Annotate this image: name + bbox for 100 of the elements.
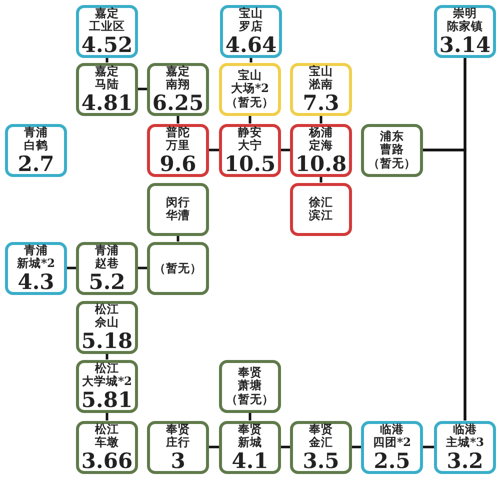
station-label: 曹路 [380,143,404,156]
station-label: 大场*2 [230,82,269,95]
station-label: 南翔 [166,78,190,90]
station-box [290,62,352,116]
station-label: 主城*3 [446,436,484,448]
station-label: 华漕 [166,209,190,222]
connector-line [423,446,434,448]
station-box [5,242,67,294]
station-box [219,360,281,412]
station-box [434,420,496,474]
station-box [434,4,496,58]
station-label: 杨浦 [309,126,333,138]
connector-line [352,446,361,448]
station-label: 车墩 [95,436,119,448]
station-label: 滨江 [309,209,333,222]
price-label: 2.5 [374,448,410,472]
station-label: 奉贤 [238,366,262,379]
price-label: 4.64 [225,32,277,56]
connector-line [138,266,147,270]
station-label: 闵行 [166,196,190,209]
price-label: 4.1 [232,448,268,472]
station-label: 陈家镇 [447,20,483,32]
station-label: 工业区 [89,20,125,32]
price-label: 5.18 [81,328,133,352]
station-box [5,124,67,176]
price-label: 3.2 [446,448,484,472]
price-label: 3.66 [81,448,133,472]
station-label: 新城 [238,436,262,448]
station-label: （暂无） [226,392,274,406]
station-box [147,242,209,294]
price-label: 4.52 [81,32,133,56]
station-label: 临港 [453,422,477,436]
station-label: 青浦 [24,244,48,256]
station-box [219,420,281,474]
station-box [220,4,282,58]
connector-line [209,148,219,152]
station-label: 新城*2 [16,256,55,270]
connector-line [106,58,108,62]
station-label: 马陆 [95,78,119,90]
station-label: （暂无） [154,262,202,274]
price-label: 3 [170,448,186,472]
station-box [76,420,138,474]
station-label: （暂无） [368,156,416,170]
station-label: 大宁 [238,138,262,152]
station-box [147,124,209,176]
station-label: 临港 [380,422,404,436]
station-label: 嘉定 [95,6,119,20]
station-box [219,124,281,176]
station-box [147,420,209,474]
station-label: 奉贤 [238,422,262,436]
station-box [219,62,281,116]
station-label: 浦东 [380,130,404,143]
price-label: 2.7 [18,152,54,174]
connector-line [320,116,322,124]
connector-line [281,446,290,448]
station-box [290,124,352,176]
station-box [76,360,138,412]
station-box [147,62,209,116]
station-label: 松江 [95,422,119,436]
station-label: 青浦 [24,126,48,138]
connector-line [67,266,76,270]
station-label: 普陀 [166,126,190,138]
station-label: 淞南 [309,78,333,90]
price-label: 9.6 [160,152,196,174]
station-box [76,4,138,58]
connector-line [320,176,322,182]
station-label: 奉贤 [166,422,190,436]
connector-line [423,148,466,420]
station-label: 宝山 [239,6,263,20]
price-label: 10.8 [295,152,347,174]
price-label: 7.3 [302,90,340,114]
station-label: 松江 [95,362,119,374]
station-box [147,182,209,236]
connector-line [250,58,252,62]
connector-line [281,148,290,152]
station-label: 嘉定 [95,64,119,78]
price-label: 3.5 [302,448,340,472]
price-label: 6.25 [152,90,204,114]
price-label: 5.2 [88,270,126,292]
station-label: 萧塘 [238,379,262,392]
station-label: 四团*2 [372,436,411,448]
station-label: 宝山 [309,64,333,78]
station-label: 徐汇 [309,196,333,209]
price-label: 3.14 [439,32,491,56]
station-label: 赵巷 [95,256,119,270]
station-box [361,420,423,474]
station-box [290,182,352,236]
station-label: 崇明 [453,6,477,20]
price-label: 5.81 [81,388,133,410]
station-label: 松江 [95,302,119,316]
station-label: 静安 [238,126,262,138]
station-label: 青浦 [95,244,119,256]
station-label: 宝山 [238,69,262,82]
station-label: 定海 [309,138,333,152]
connector-line [138,88,147,90]
connector-line [106,354,108,360]
station-label: 罗店 [239,20,263,32]
station-label: 嘉定 [166,64,190,78]
station-label: 白鹤 [24,138,48,152]
connector-line [248,116,252,124]
